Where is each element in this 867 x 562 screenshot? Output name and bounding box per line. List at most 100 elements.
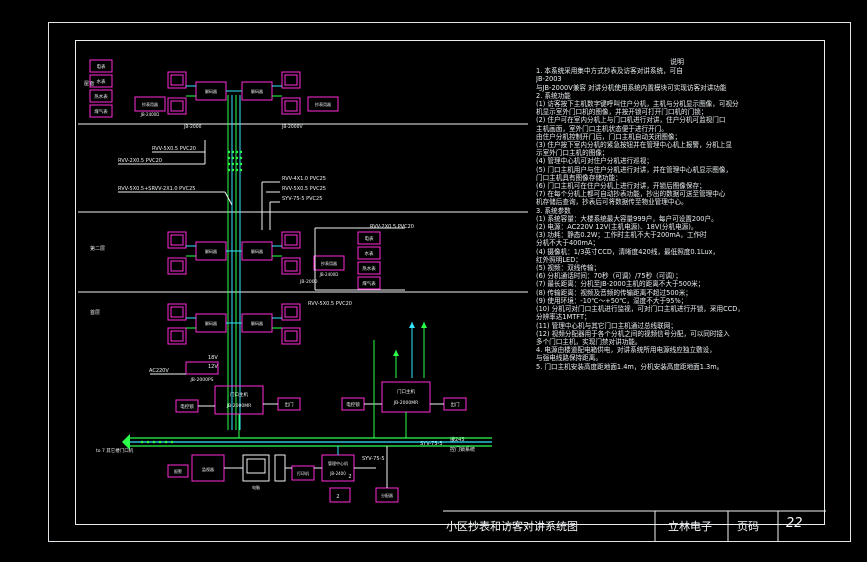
meter-mid-label: 煤气表 (362, 280, 376, 287)
digit-label: 2 (348, 474, 351, 480)
riser-dot (235, 150, 239, 154)
cable-label: RVV-5X0.5 PVC20 (308, 301, 352, 307)
notes-line: 红外照明LED； (536, 255, 582, 264)
indoor-unit (281, 257, 301, 275)
indoor-unit-screen (284, 100, 298, 112)
title-block-company: 立林电子 (668, 520, 712, 533)
door-station-label: 门口主机 (397, 388, 415, 395)
notes-line: (11) 管理中心机与其它门口主机通过总线联网； (536, 321, 677, 330)
indoor-unit (167, 257, 187, 275)
indoor-unit (167, 327, 187, 345)
cable-label: 控门锁系统 (450, 446, 475, 453)
indoor-unit (167, 231, 187, 249)
notes-line: (3) 功耗：静态0.2W；工作时主机不大于200mA，工作时 (536, 231, 707, 240)
notes-line: (1) 访客按下主机数字键呼叫住户分机，主机与分机显示图像，可视分 (536, 100, 739, 109)
notes-line: 与JB-2000V兼容 对讲分机使用系统内置模块可实现访客对讲功能 (536, 83, 727, 92)
pc-label: 电脑 (252, 484, 260, 490)
model-caption: JB-2000V (281, 124, 303, 130)
indoor-unit-screen (170, 330, 184, 342)
alarm-box (167, 464, 189, 478)
bus-dot (146, 440, 150, 444)
notes-line: (1) 系统容量：大楼系统最大容量999户，每户可设置200户。 (536, 214, 718, 223)
cable-label: SYV-75-5 (362, 456, 385, 462)
title-block-page-label: 页码 (737, 520, 759, 533)
collector-box (134, 96, 166, 112)
cable-label: SYV-75-5 PVC25 (282, 196, 322, 202)
meter-mid-label: 热水表 (362, 265, 376, 272)
pc-screen (246, 458, 266, 474)
indoor-unit-screen (284, 330, 298, 342)
printer-label: 打印机 (297, 470, 309, 476)
indoor-unit (281, 71, 301, 89)
bus-dot (170, 440, 174, 444)
meter-top-label: 水表 (97, 78, 106, 85)
cable-label: RVV-4X1.0 PVC25 (282, 176, 326, 182)
notes-line: 3. 系统参数 (536, 206, 571, 215)
collector-label: 抄表用器 (142, 101, 158, 107)
notes-line: 机显示室外门口机的图像，并按开锁可打开门口机的门锁； (536, 108, 708, 117)
indoor-unit (167, 303, 187, 321)
notes-line: (5) 视频：双线传输； (536, 264, 601, 273)
collector-box (313, 255, 345, 271)
riser-dot (227, 156, 231, 160)
button-label: 出门 (451, 401, 460, 408)
indoor-unit-screen (170, 234, 184, 246)
riser-dot (239, 162, 243, 166)
arrow-head (421, 322, 427, 328)
riser-dot (231, 168, 235, 172)
collector-model: JB-2400D (319, 272, 339, 277)
notes-line: 与强电线路保持距离。 (536, 354, 602, 363)
riser-dot (227, 150, 231, 154)
notes-line: (9) 使用环境：-10℃～+50℃，湿度不大于95%； (536, 296, 688, 305)
digit-label: 2 (336, 494, 339, 500)
notes-line: 主机画面，室外门口主机状态便于进行开门。 (536, 124, 668, 133)
riser-dot (239, 156, 243, 160)
notes-line: 门口主机具有图像存储功能； (536, 173, 622, 182)
decoder-label: 解码器 (205, 88, 217, 94)
meter-top-label: 电表 (97, 63, 106, 70)
bus-dot (164, 440, 168, 444)
door-station-right (381, 381, 431, 413)
meter-mid-box (357, 261, 381, 275)
indoor-unit-screen (170, 74, 184, 86)
indoor-unit (281, 231, 301, 249)
pc-tower (274, 454, 286, 482)
indoor-unit-screen (170, 100, 184, 112)
indoor-unit-screen (284, 74, 298, 86)
riser-dot (227, 168, 231, 172)
notes-line: 分机不大于400mA； (536, 239, 600, 248)
notes-line: (2) 住户可在室内分机上与门口机进行对讲，住户分机可监视门口 (536, 116, 726, 125)
notes-line: (10) 分机可对门口主机进行监视，可对门口主机进行开锁，采用CCD， (536, 305, 744, 314)
floor-label-second: 第二层 (90, 245, 105, 252)
decoder-label: 解码器 (205, 320, 217, 326)
indoor-unit (167, 97, 187, 115)
cable-label: 12V (208, 364, 218, 370)
riser-dot (235, 162, 239, 166)
meter-mid-box (357, 231, 381, 245)
leader-line (224, 191, 233, 206)
riser-dot (231, 162, 235, 166)
bus-dot (140, 440, 144, 444)
cable-label: SYV-75-5 (420, 441, 443, 447)
title-block-page-number: 22 (786, 516, 803, 531)
arrow-head (409, 322, 415, 328)
aux-box (329, 487, 351, 503)
cable-label: 接245 (450, 436, 465, 443)
notes-line: (7) 在每个分机上都可自动抄表功能，抄出的数据可送至管理中心 (536, 190, 726, 199)
notes-line: 2. 系统功能 (536, 91, 571, 100)
notes-line: 分辨率达1ΜTFT； (536, 313, 591, 322)
indoor-unit-screen (170, 260, 184, 272)
notes-line: (8) 传输距离：视频及音频的传输距离不超过500米； (536, 288, 692, 297)
decoder-label: 解码器 (251, 320, 263, 326)
riser-dot (231, 150, 235, 154)
riser-dot (227, 162, 231, 166)
indoor-unit-screen (284, 260, 298, 272)
decoder-label: 解码器 (251, 248, 263, 254)
cable-label: RVV-5X0.5 PVC25 (282, 186, 326, 192)
outer-border (48, 22, 851, 542)
meter-top-box (89, 89, 113, 103)
door-station-model: JB-2000MR (226, 403, 252, 409)
